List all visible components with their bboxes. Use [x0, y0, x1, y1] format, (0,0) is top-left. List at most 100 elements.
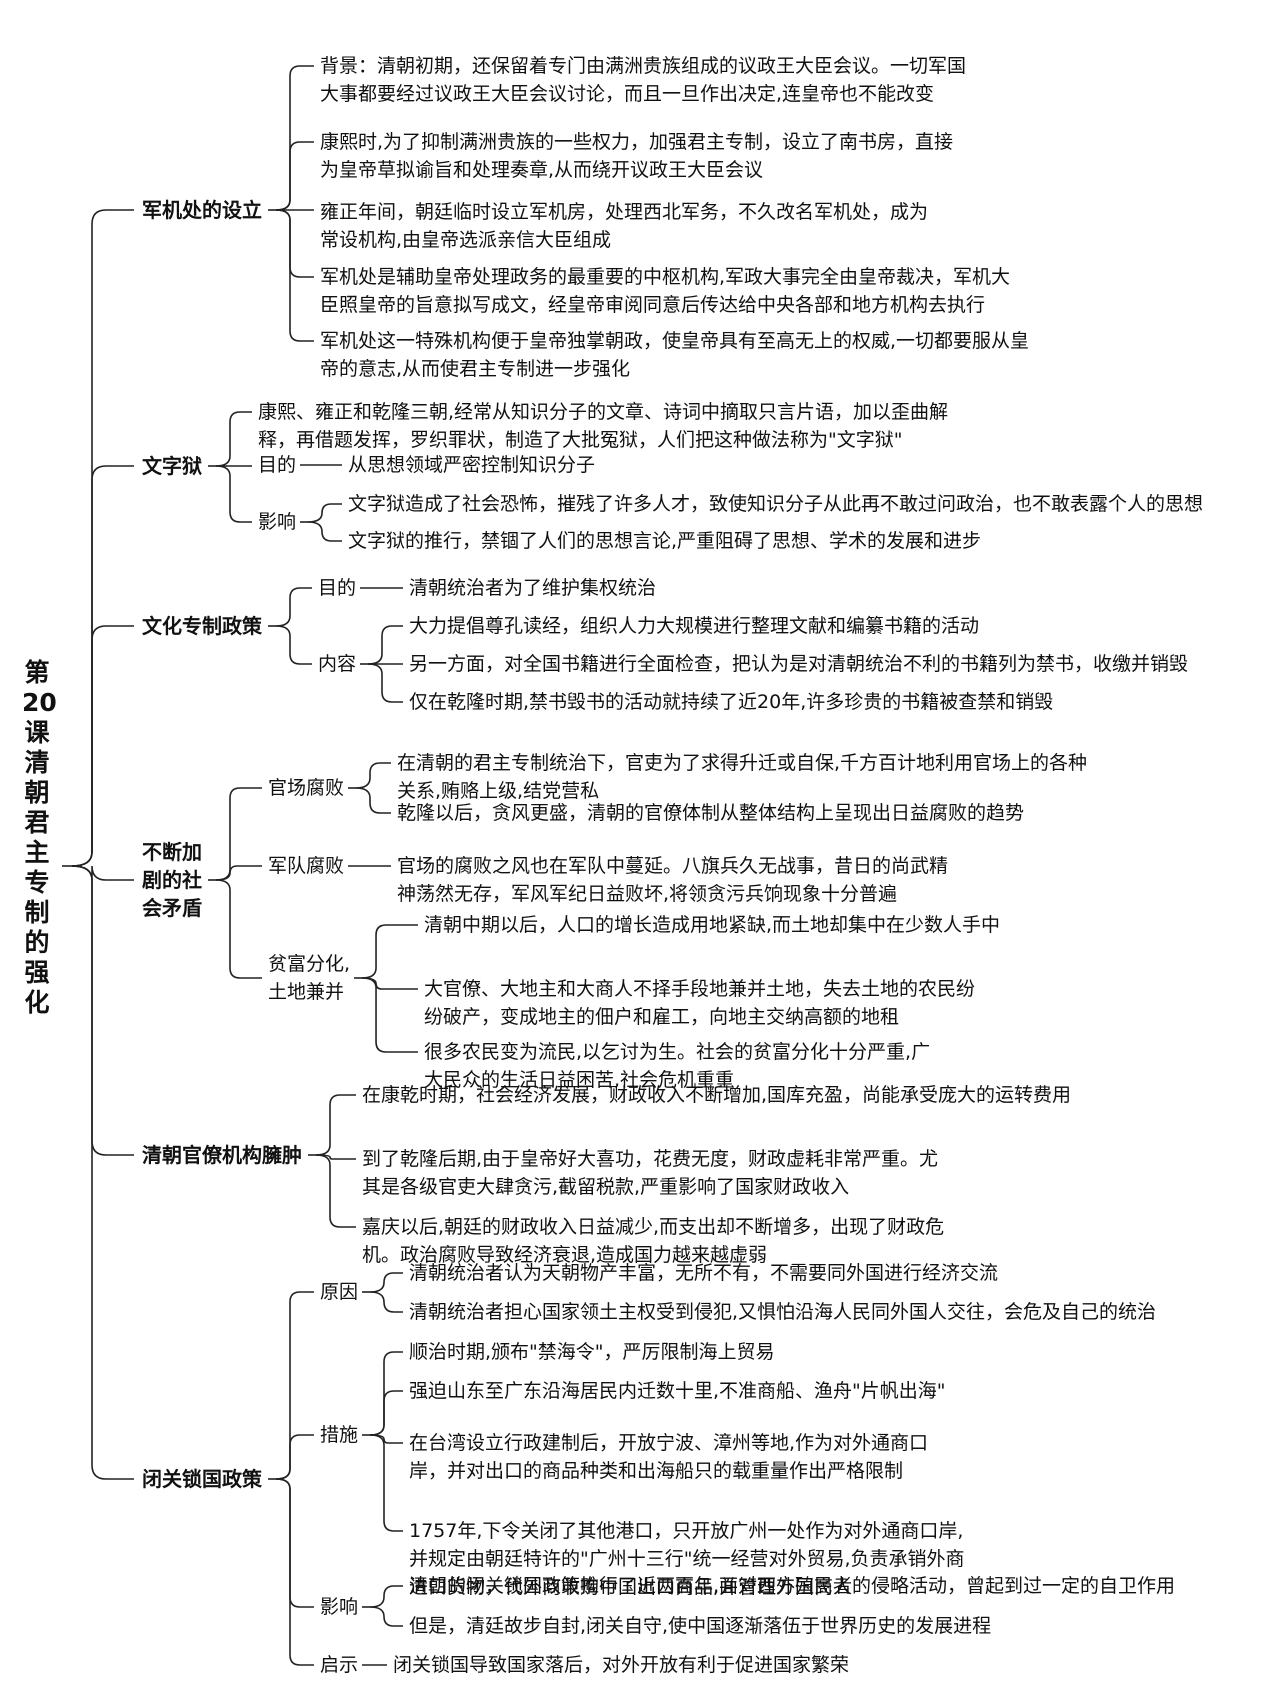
- leaf-text: 清朝统治者担心国家领土主权受到侵犯,又惧怕沿海人民同外国人交往，会危及自己的统治: [409, 1298, 1156, 1326]
- connector-line: [71, 465, 134, 867]
- leaf-text-line: 从思想领域严密控制知识分子: [348, 454, 596, 476]
- branch-text-line: 背景：清朝初期，还保留着专门由满洲贵族组成的议政王大臣会议。一切军国: [320, 55, 967, 77]
- branch-label-line: 影响: [320, 1596, 359, 1618]
- branch-text: 康熙时,为了抑制满洲贵族的一些权力，加强君主专制，设立了南书房，直接为皇帝草拟谕…: [320, 128, 953, 184]
- leaf-text-line: 清朝统治者认为天朝物产丰富，无所不有，不需要同外国进行经济交流: [409, 1262, 999, 1284]
- leaf-text: 清朝统治者认为天朝物产丰富，无所不有，不需要同外国进行经济交流: [409, 1259, 998, 1287]
- branch-text-line: 军机处是辅助皇帝处理政务的最重要的中枢机构,军政大事完全由皇帝裁决，军机大: [320, 266, 1011, 288]
- leaf-text: 在台湾设立行政建制后，开放宁波、漳州等地,作为对外通商口岸，并对出口的商品种类和…: [409, 1429, 928, 1485]
- leaf-text-line: 大官僚、大地主和大商人不择手段地兼并土地，失去土地的农民纷: [424, 978, 976, 1000]
- connector-line: [275, 587, 312, 627]
- leaf-text-line: 大民众的生活日益困苦,社会危机重重: [424, 1069, 735, 1091]
- connector-line: [275, 1291, 314, 1480]
- branch-text: 背景：清朝初期，还保留着专门由满洲贵族组成的议政王大臣会议。一切军国大事都要经过…: [320, 52, 966, 108]
- branch-label-line: 目的: [258, 454, 297, 476]
- branch-text-line: 帝的意志,从而使君主专制进一步强化: [320, 358, 631, 380]
- leaf-text-line: 1757年,下令关闭了其他港口，只开放广州一处作为对外通商口岸,: [409, 1520, 964, 1542]
- section-label: 文字狱: [142, 452, 202, 480]
- connector-line: [275, 209, 314, 342]
- connector-line: [71, 865, 134, 1156]
- branch-label: 内容: [318, 650, 356, 678]
- branch-label: 军队腐败: [268, 852, 344, 880]
- leaf-text-line: 强迫山东至广东沿海居民内迁数十里,不准商船、渔舟"片帆出海": [409, 1380, 946, 1402]
- connector-line: [315, 1154, 356, 1228]
- connector-line: [275, 1478, 314, 1608]
- section-label-line: 不断加: [142, 840, 202, 864]
- leaf-text: 另一方面，对全国书籍进行全面检查，把认为是对清朝统治不利的书籍列为禁书，收缴并销…: [409, 650, 1188, 678]
- connector-line: [71, 865, 134, 881]
- branch-label: 目的: [258, 451, 296, 479]
- branch-label-line: 原因: [320, 1281, 359, 1303]
- connector-line: [71, 625, 134, 867]
- section-label-line: 文字狱: [142, 454, 202, 478]
- section-label: 军机处的设立: [142, 196, 262, 224]
- leaf-text-line: 关系,贿赂上级,结党营私: [397, 780, 600, 802]
- branch-text-line: 常设机构,由皇帝选派亲信大臣组成: [320, 229, 612, 251]
- leaf-text: 清朝中期以后，人口的增长造成用地紧缺,而土地却集中在少数人手中: [424, 911, 1000, 939]
- branch-label-line: 措施: [320, 1424, 359, 1446]
- branch-text-line: 嘉庆以后,朝廷的财政收入日益减少,而支出却不断增多，出现了财政危: [362, 1216, 945, 1238]
- branch-text: 军机处是辅助皇帝处理政务的最重要的中枢机构,军政大事完全由皇帝裁决，军机大臣照皇…: [320, 263, 1010, 319]
- leaf-text: 官场的腐败之风也在军队中蔓延。八旗兵久无战事，昔日的尚武精神荡然无存，军风军纪日…: [397, 852, 948, 908]
- branch-text: 军机处这一特殊机构便于皇帝独掌朝政，使皇帝具有至高无上的权威,一切都要服从皇帝的…: [320, 327, 1029, 383]
- connector-line: [369, 1606, 403, 1627]
- leaf-text-line: 并规定由朝廷特许的"广州十三行"统一经营对外贸易,负责承销外商: [409, 1548, 965, 1570]
- branch-label-line: 影响: [258, 511, 297, 533]
- branch-text-line: 臣照皇帝的旨意拟写成文，经皇帝审阅同意后传达给中央各部和地方机构去执行: [320, 294, 986, 316]
- leaf-text: 仅在乾隆时期,禁书毁书的活动就持续了近20年,许多珍贵的书籍被查禁和销毁: [409, 688, 1053, 716]
- branch-text-line: 康熙、雍正和乾隆三朝,经常从知识分子的文章、诗词中摘取只言片语，加以歪曲解: [258, 401, 949, 423]
- branch-text: 到了乾隆后期,由于皇帝好大喜功，花费无度，财政虚耗非常严重。尤其是各级官吏大肆贪…: [362, 1145, 938, 1201]
- leaf-text-line: 另一方面，对全国书籍进行全面检查，把认为是对清朝统治不利的书籍列为禁书，收缴并销…: [409, 653, 1189, 675]
- branch-text-line: 康熙时,为了抑制满洲贵族的一些权力，加强君主专制，设立了南书房，直接: [320, 131, 954, 153]
- leaf-text-line: 岸，并对出口的商品种类和出海船只的载重量作出严格限制: [409, 1460, 904, 1482]
- map-title: 第 20 课 清 朝 君 主 专 制 的 强 化: [22, 658, 57, 1017]
- connector-line: [275, 625, 312, 665]
- section-label-line: 军机处的设立: [142, 198, 262, 222]
- leaf-text: 在清朝的君主专制统治下，官吏为了求得升迁或自保,千方百计地利用官场上的各种关系,…: [397, 749, 1087, 805]
- leaf-text: 大官僚、大地主和大商人不择手段地兼并土地，失去土地的农民纷纷破产，变成地主的佃户…: [424, 975, 975, 1031]
- section-label-line: 会矛盾: [142, 896, 202, 920]
- connector-line: [215, 879, 262, 979]
- branch-text: 雍正年间，朝廷临时设立军机房，处理西北军务，不久改名军机处，成为常设机构,由皇帝…: [320, 198, 928, 254]
- leaf-text: 强迫山东至广东沿海居民内迁数十里,不准商船、渔舟"片帆出海": [409, 1377, 946, 1405]
- leaf-text: 很多农民变为流民,以乞讨为生。社会的贫富分化十分严重,广大民众的生活日益困苦,社…: [424, 1038, 930, 1094]
- leaf-text: 清朝统治者为了维护集权统治: [409, 574, 656, 602]
- branch-label: 官场腐败: [268, 774, 344, 802]
- leaf-text: 顺治时期,颁布"禁海令"，严厉限制海上贸易: [409, 1338, 775, 1366]
- leaf-text-line: 官场的腐败之风也在军队中蔓延。八旗兵久无战事，昔日的尚武精: [397, 855, 949, 877]
- connector-line: [355, 787, 391, 814]
- connector-line: [367, 625, 403, 665]
- branch-label: 原因: [320, 1278, 358, 1306]
- branch-text-line: 释，再借题发挥，罗织罪状，制造了大批冤狱，人们把这种做法称为"文字狱": [258, 429, 903, 451]
- leaf-text: 1757年,下令关闭了其他港口，只开放广州一处作为对外通商口岸, 并规定由朝廷特许…: [409, 1517, 965, 1601]
- branch-label: 目的: [318, 574, 356, 602]
- leaf-text-line: 顺治时期,颁布"禁海令"，严厉限制海上贸易: [409, 1341, 775, 1363]
- branch-label-line: 官场腐败: [268, 777, 345, 799]
- connector-line: [275, 65, 314, 211]
- branch-text: 康熙、雍正和乾隆三朝,经常从知识分子的文章、诗词中摘取只言片语，加以歪曲解释，再…: [258, 398, 948, 454]
- connector-line: [275, 1434, 314, 1480]
- leaf-text-line: 在台湾设立行政建制后，开放宁波、漳州等地,作为对外通商口: [409, 1432, 929, 1454]
- connector-line: [362, 977, 418, 1053]
- branch-label-line: 目的: [318, 577, 357, 599]
- branch-label-line: 军队腐败: [268, 855, 345, 877]
- branch-text-line: 为皇帝草拟谕旨和处理奏章,从而绕开议政王大臣会议: [320, 159, 764, 181]
- leaf-text-line: 乾隆以后，贪风更盛，清朝的官僚体制从整体结构上呈现出日益腐败的趋势: [397, 802, 1025, 824]
- branch-text-line: 大事都要经过议政王大臣会议讨论，而且一旦作出决定,连皇帝也不能改变: [320, 83, 935, 105]
- connector-line: [369, 1585, 403, 1608]
- leaf-text-line: 清朝中期以后，人口的增长造成用地紧缺,而土地却集中在少数人手中: [424, 914, 1001, 936]
- section-label: 不断加剧的社会矛盾: [142, 838, 202, 922]
- connector-line: [369, 1291, 403, 1313]
- connector-line: [307, 503, 342, 523]
- leaf-text-line: 清朝统治者担心国家领土主权受到侵犯,又惧怕沿海人民同外国人交往，会危及自己的统治: [409, 1301, 1157, 1323]
- leaf-text: 清朝的闭关锁国政策推行了近两百年,面对西方殖民者的侵略活动，曾起到过一定的自卫作…: [409, 1572, 1175, 1600]
- leaf-text-line: 文字狱造成了社会恐怖，摧残了许多人才，致使知识分子从此再不敢过问政治，也不敢表露…: [348, 493, 1204, 515]
- connector-line: [215, 865, 262, 881]
- branch-label: 影响: [258, 508, 296, 536]
- branch-text-line: 雍正年间，朝廷临时设立军机房，处理西北军务，不久改名军机处，成为: [320, 201, 929, 223]
- branch-text-line: 其是各级官吏大肆贪污,截留税款,严重影响了国家财政收入: [362, 1176, 850, 1198]
- branch-label-line: 贫富分化,: [268, 953, 351, 975]
- section-label-line: 闭关锁国政策: [142, 1467, 262, 1491]
- leaf-text-line: 但是，清廷故步自封,闭关自守,使中国逐渐落伍于世界历史的发展进程: [409, 1615, 992, 1637]
